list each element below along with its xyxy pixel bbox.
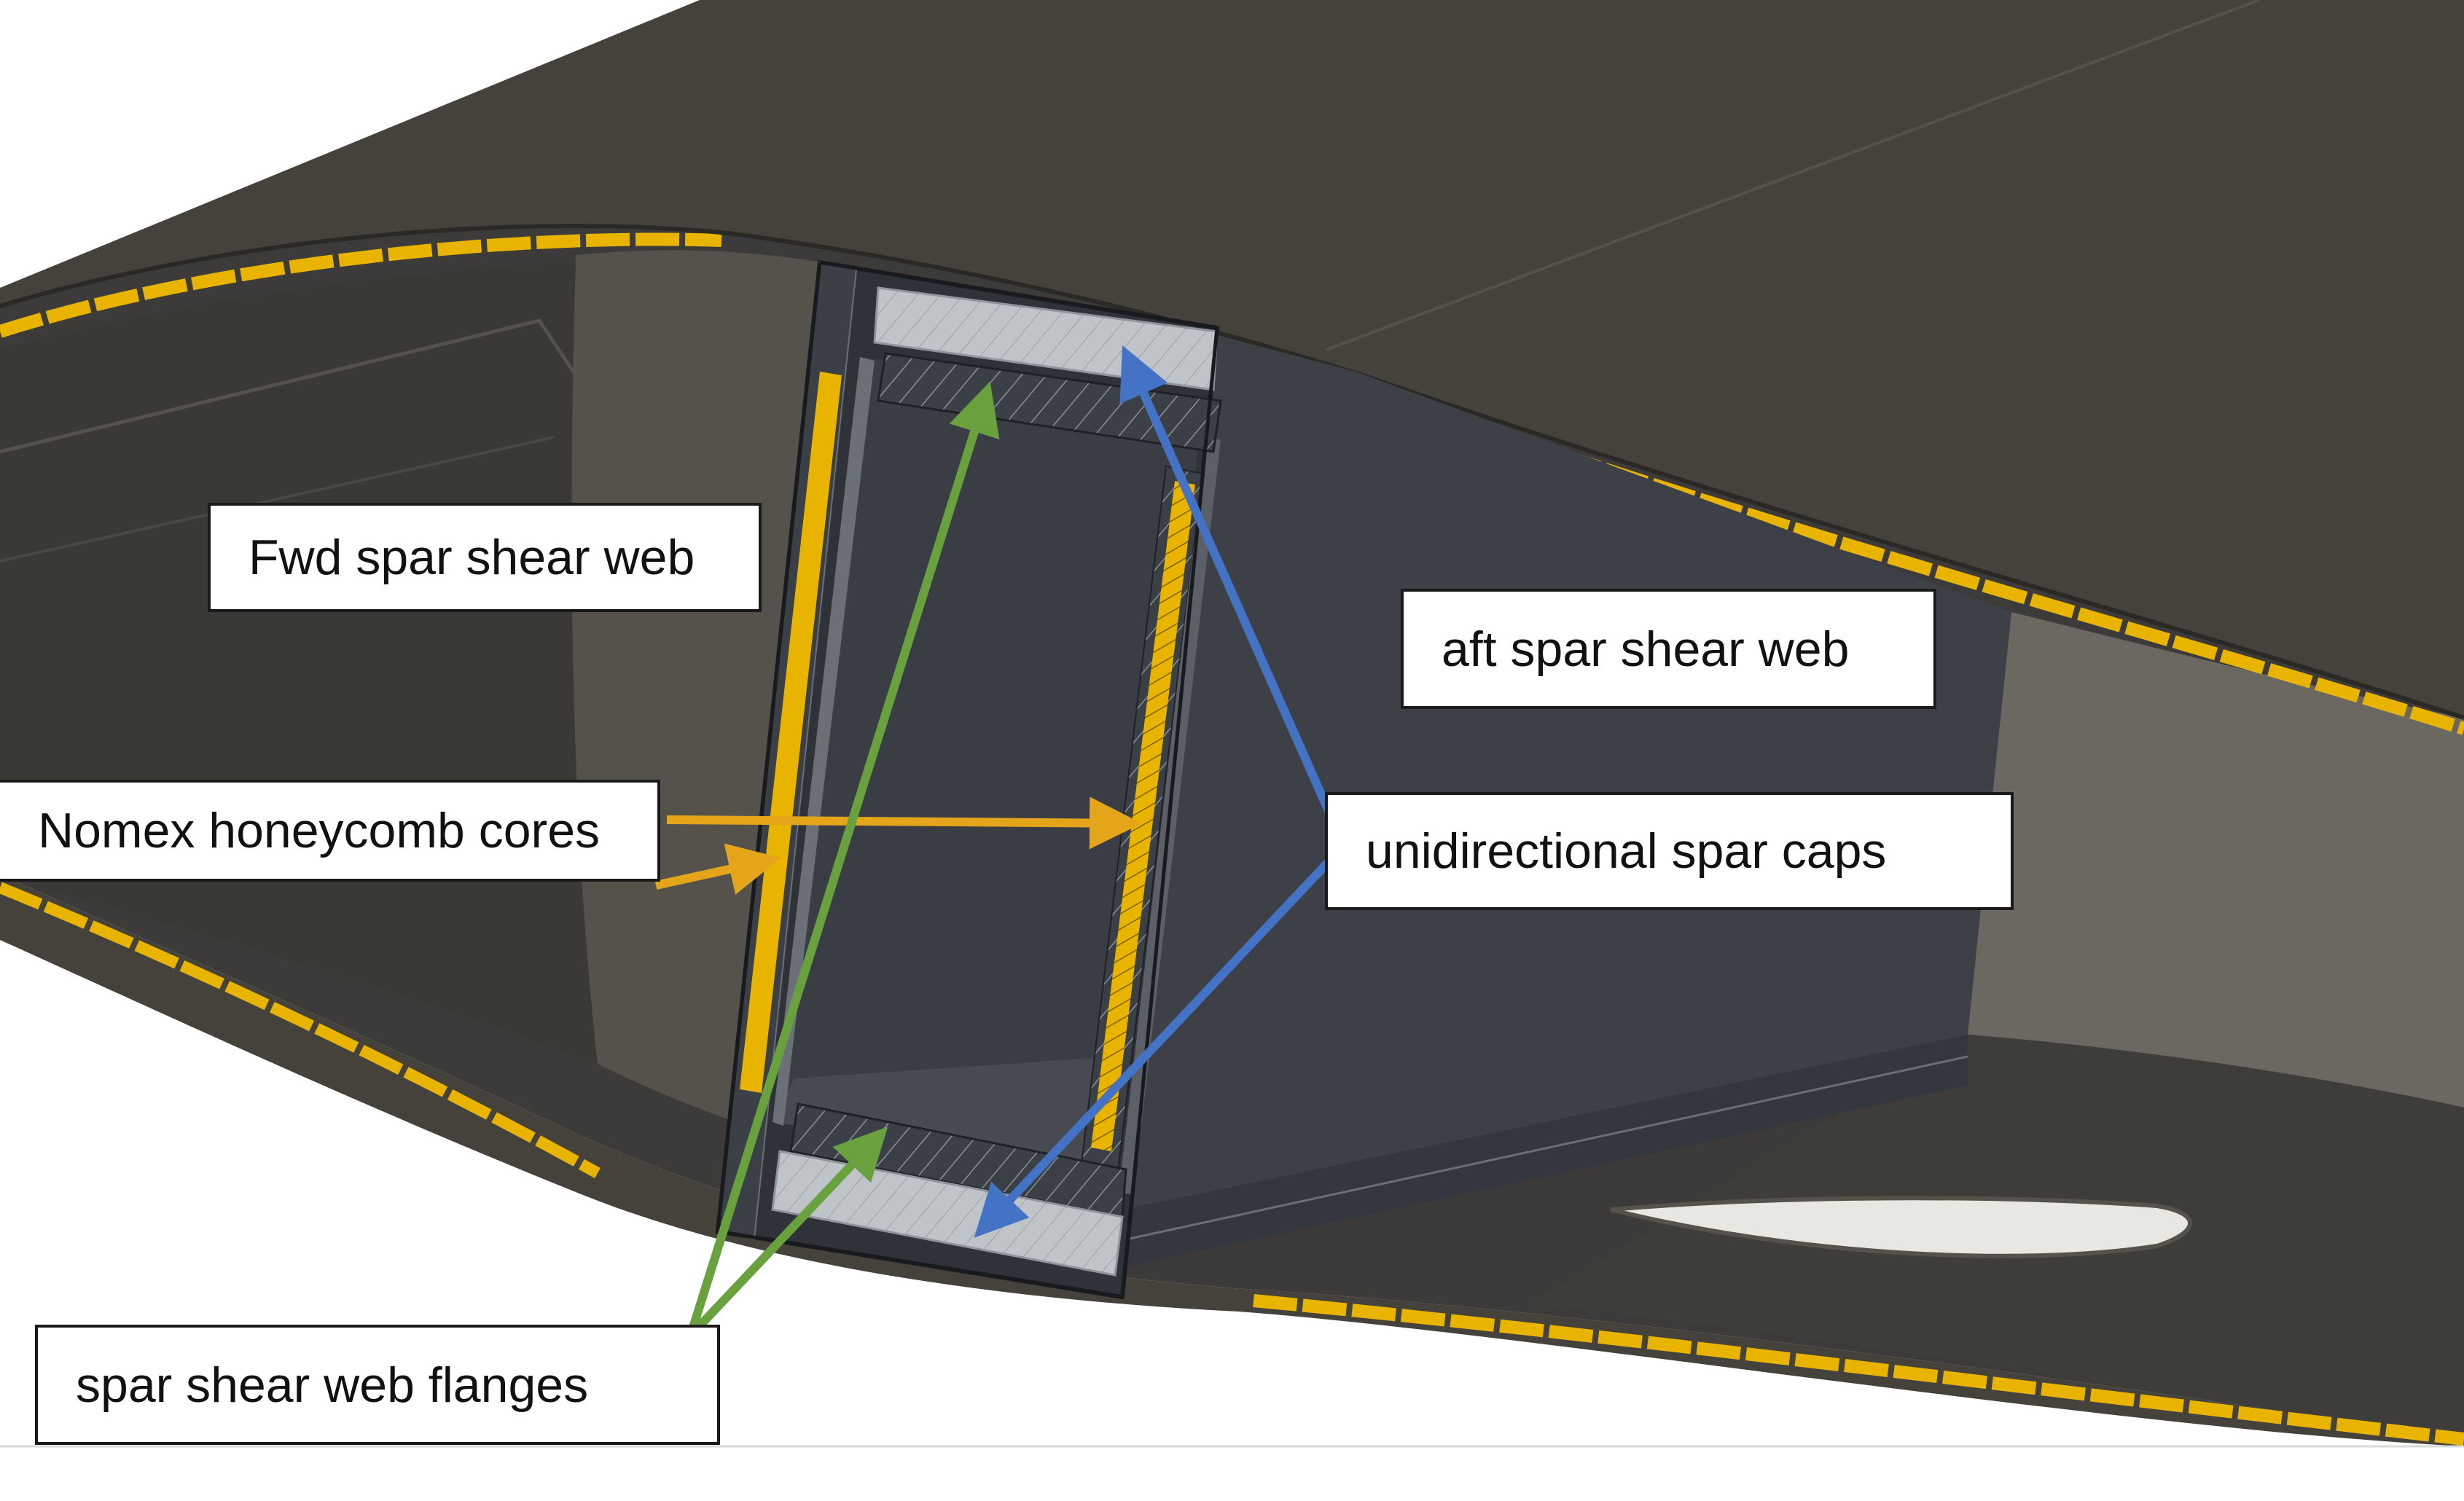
spar-box-outline: [716, 260, 1219, 1299]
upper-web-flange: [877, 352, 1222, 453]
label-aft-spar-shear-web: aft spar shear web: [1401, 589, 1936, 709]
fwd-web-core: [740, 372, 842, 1093]
spar-box-inner-floor: [773, 1057, 1115, 1173]
arrow-flanges-upper: [688, 381, 1000, 1331]
label-spar-shear-web-flanges: spar shear web flanges: [35, 1325, 720, 1445]
fwd-interior-edge: [0, 318, 600, 454]
aft-interior-wall: [1968, 612, 2464, 1108]
arrow-cores-aft: [666, 796, 1142, 850]
upper-skin-core: [0, 232, 722, 338]
spar-box-lower-face: [1122, 1035, 1968, 1268]
upper-skin-surface: [0, 0, 2464, 718]
fwd-web-inner-laminate: [773, 357, 875, 1126]
label-unidirectional-spar-caps: unidirectional spar caps: [1325, 792, 2014, 910]
spar-box-edge: [1129, 1055, 1968, 1240]
arrow-caps-lower: [974, 849, 1341, 1238]
lower-access-opening: [1610, 1196, 2192, 1258]
label-fwd-spar-shear-web: Fwd spar shear web: [208, 503, 762, 612]
spar-box-aft-extrusion: [1122, 335, 2011, 1210]
fwd-interior-edge-2: [0, 436, 555, 563]
skin-panel-line: [1326, 0, 2260, 351]
spar-box-interior: [773, 357, 1202, 1173]
label-nomex-honeycomb-cores: Nomex honeycomb cores: [0, 780, 660, 882]
arrow-cores-fwd: [654, 843, 781, 895]
lower-skin-core-aft: [1253, 1294, 2464, 1446]
skin-outline-upper: [0, 224, 2464, 720]
arrow-caps-upper: [1119, 345, 1342, 833]
lower-skin-core: [0, 882, 601, 1178]
arrow-flanges-lower: [692, 1126, 888, 1333]
aft-web-core: [1091, 481, 1195, 1151]
